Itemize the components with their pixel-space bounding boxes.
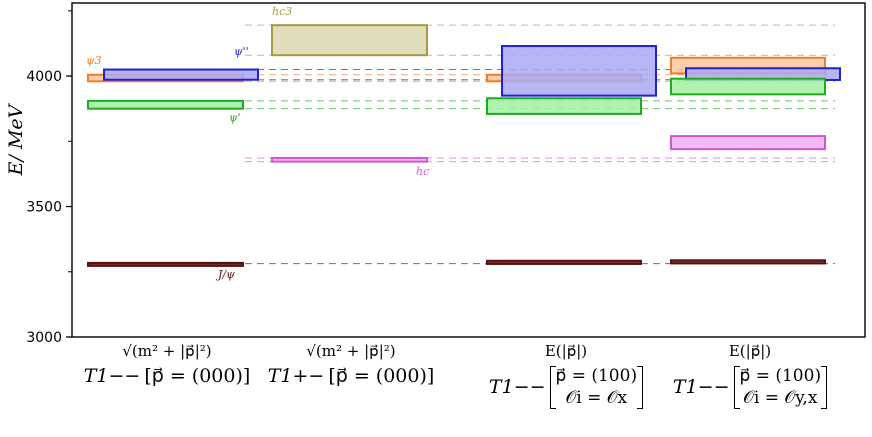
state-label-psi_double_prime: ψ''	[234, 45, 249, 58]
state-label-J_psi: J/ψ	[216, 268, 235, 281]
level-boxes	[87, 24, 841, 267]
level-box-hc	[670, 135, 826, 151]
y-tick-label: 3500	[26, 200, 62, 216]
column-top-label: √(m² + |p⃗|²)	[122, 342, 212, 360]
state-label-hc3: hc3	[272, 5, 292, 18]
y-tick-label: 4000	[26, 69, 62, 85]
irrep-label: T1−−	[488, 375, 546, 398]
level-box-psi_double_prime	[501, 45, 657, 97]
state-label-hc: hc	[416, 165, 429, 178]
irrep-label: T1−−	[672, 375, 730, 398]
momentum-label: [p⃗ = (000)]	[328, 365, 435, 388]
momentum-label: p⃗ = (100)	[555, 366, 638, 387]
level-box-psi_prime	[486, 97, 642, 115]
level-box-psi_double_prime	[103, 68, 259, 81]
level-box-hc	[271, 156, 428, 163]
level-box-J_psi	[87, 261, 244, 267]
plot-frame	[71, 2, 866, 338]
level-box-J_psi	[486, 259, 642, 265]
column-label-4: E(|p⃗|)T1−−p⃗ = (100)𝒪i = 𝒪y,x	[640, 342, 860, 409]
level-box-hc3	[271, 24, 428, 57]
column-label-2: √(m² + |p⃗|²) T1+−[p⃗ = (000)]	[241, 342, 461, 388]
state-label-psi3: ψ3	[86, 54, 102, 67]
y-tick-label: 3000	[26, 330, 62, 346]
column-top-label: E(|p⃗|)	[544, 342, 588, 360]
level-box-psi_prime	[670, 77, 826, 96]
state-label-psi_prime: ψ'	[229, 111, 241, 124]
column-top-label: E(|p⃗|)	[728, 342, 772, 360]
momentum-label: [p⃗ = (000)]	[144, 365, 251, 388]
column-label-1: √(m² + |p⃗|²) T1−−[p⃗ = (000)]	[57, 342, 277, 388]
irrep-label: T1+−	[267, 365, 325, 388]
level-box-J_psi	[670, 259, 826, 265]
momentum-operator-bracket: p⃗ = (100)𝒪i = 𝒪y,x	[733, 366, 828, 409]
operator-label: 𝒪i = 𝒪y,x	[743, 387, 818, 408]
y-axis-label: E/ MeV	[5, 102, 27, 176]
irrep-label: T1−−	[83, 365, 141, 388]
column-label-3: E(|p⃗|)T1−−p⃗ = (100)𝒪i = 𝒪x	[456, 342, 676, 409]
level-box-psi_prime	[87, 99, 244, 110]
operator-label: 𝒪i = 𝒪x	[565, 387, 628, 408]
momentum-label: p⃗ = (100)	[739, 366, 822, 387]
column-top-label: √(m² + |p⃗|²)	[306, 342, 396, 360]
momentum-operator-bracket: p⃗ = (100)𝒪i = 𝒪x	[549, 366, 644, 409]
state-labels: ψ3 ψ'' ψ' J/ψ hc3 hc	[86, 5, 429, 281]
y-axis-ticks: 3000 3500 4000	[26, 10, 72, 346]
